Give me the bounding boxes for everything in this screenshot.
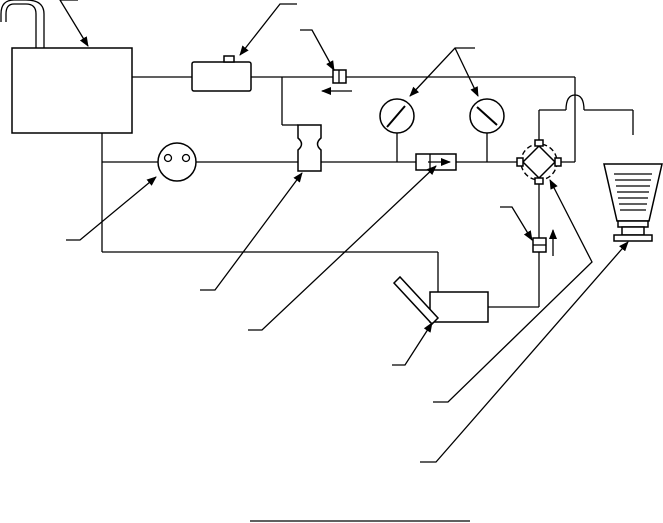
hand-pump-icon — [392, 275, 489, 326]
hydraulic-jack-icon — [603, 163, 663, 242]
callout-leaders — [59, 0, 629, 463]
pressure-gauge-icon — [469, 98, 505, 134]
accumulator-icon — [297, 124, 322, 172]
pump-icon — [157, 142, 197, 182]
pressure-gauge-icon — [379, 98, 415, 134]
pipe-lines — [101, 76, 634, 308]
check-valve-icon — [532, 229, 557, 256]
flow-control-valve-icon — [415, 153, 457, 171]
filler-pipe-icon — [0, 0, 45, 48]
filter-canister-icon — [191, 55, 252, 92]
four-way-valve-icon — [516, 139, 562, 185]
check-valve-icon — [321, 69, 352, 95]
reservoir-tank-icon — [11, 47, 133, 134]
